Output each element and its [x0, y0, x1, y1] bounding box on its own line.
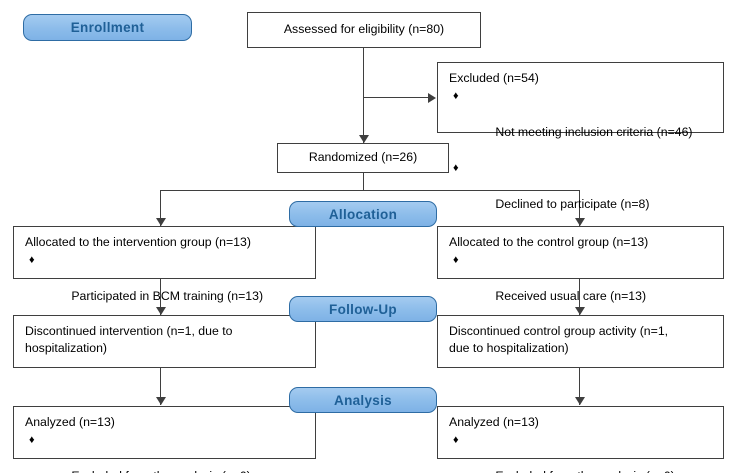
diamond-bullet-icon: ♦: [453, 89, 459, 102]
node-assessed-for-eligibility: Assessed for eligibility (n=80): [247, 12, 481, 48]
stage-badge-followup: Follow-Up: [289, 296, 437, 322]
stage-badge-allocation-label: Allocation: [328, 206, 398, 222]
connector-alloc-to-followup-left: [160, 279, 161, 315]
diamond-bullet-icon: ♦: [29, 253, 35, 266]
stage-badge-allocation: Allocation: [289, 201, 437, 227]
node-allocated-control: Allocated to the control group (n=13) ♦ …: [437, 226, 724, 303]
node-excluded-title: Excluded (n=54): [449, 71, 539, 85]
node-excluded-list: ♦ Not meeting inclusion criteria (n=46) …: [449, 89, 714, 231]
list-item: ♦ Declined to participate (n=8): [449, 161, 714, 231]
node-allocated-intervention-list: ♦ Participated in BCM training (n=13): [25, 253, 306, 323]
connector-randomization-split: [160, 190, 579, 191]
list-item-label: Participated in BCM training (n=13): [71, 289, 264, 304]
node-allocated-control-title: Allocated to the control group (n=13): [449, 235, 649, 249]
arrowhead-assessed-to-randomized: [358, 135, 369, 143]
connector-split-right: [579, 190, 580, 226]
node-allocated-intervention-title: Allocated to the intervention group (n=1…: [25, 235, 251, 249]
connector-alloc-to-followup-right: [579, 279, 580, 315]
connector-assessed-to-randomized: [363, 48, 364, 143]
node-analyzed-control-title: Analyzed (n=13): [449, 415, 539, 429]
diamond-bullet-icon: ♦: [29, 433, 35, 446]
diamond-bullet-icon: ♦: [453, 253, 459, 266]
stage-badge-enrollment: Enrollment: [23, 14, 192, 41]
node-randomized-title: Randomized (n=26): [308, 150, 418, 165]
list-item: ♦ Participated in BCM training (n=13): [25, 253, 306, 323]
connector-followup-to-analysis-left: [160, 368, 161, 405]
node-analyzed-control-list: ♦ Excluded from the analysis (n=0): [449, 433, 714, 473]
stage-badge-analysis-label: Analysis: [334, 392, 392, 408]
connector-split-left: [160, 190, 161, 226]
node-analyzed-control: Analyzed (n=13) ♦ Excluded from the anal…: [437, 406, 724, 473]
diamond-bullet-icon: ♦: [453, 161, 459, 174]
node-excluded: Excluded (n=54) ♦ Not meeting inclusion …: [437, 62, 724, 211]
list-item-label: Declined to participate (n=8): [495, 197, 650, 212]
node-analyzed-intervention: Analyzed (n=13) ♦ Excluded from the anal…: [13, 406, 316, 473]
connector-to-excluded: [363, 97, 434, 98]
node-followup-control-title: Discontinued control group activity (n=1…: [449, 324, 669, 356]
list-item-label: Not meeting inclusion criteria (n=46): [495, 125, 693, 140]
arrowhead-followup-to-analysis-right: [574, 397, 585, 405]
arrowhead-followup-to-analysis-left: [155, 397, 166, 405]
list-item-label: Excluded from the analysis (n=0): [71, 469, 250, 473]
stage-badge-followup-label: Follow-Up: [329, 301, 397, 317]
list-item: ♦ Received usual care (n=13): [449, 253, 714, 323]
arrowhead-alloc-to-followup-left: [155, 307, 166, 315]
list-item: ♦ Excluded from the analysis (n=0): [449, 433, 714, 473]
connector-followup-to-analysis-right: [579, 368, 580, 405]
node-allocated-control-list: ♦ Received usual care (n=13): [449, 253, 714, 323]
list-item-label: Received usual care (n=13): [495, 289, 647, 304]
arrowhead-to-excluded: [428, 92, 436, 103]
node-analyzed-intervention-title: Analyzed (n=13): [25, 415, 115, 429]
arrowhead-split-left: [155, 218, 166, 226]
node-assessed-for-eligibility-title: Assessed for eligibility (n=80): [283, 22, 445, 37]
stage-badge-analysis: Analysis: [289, 387, 437, 413]
diamond-bullet-icon: ♦: [453, 433, 459, 446]
stage-badge-enrollment-label: Enrollment: [70, 20, 145, 35]
arrowhead-split-right: [574, 218, 585, 226]
list-item-label: Excluded from the analysis (n=0): [495, 469, 674, 473]
node-followup-intervention-title: Discontinued intervention (n=1, due to h…: [25, 324, 233, 356]
list-item: ♦ Excluded from the analysis (n=0): [25, 433, 306, 473]
node-followup-intervention: Discontinued intervention (n=1, due to h…: [13, 315, 316, 368]
list-item: ♦ Not meeting inclusion criteria (n=46): [449, 89, 714, 159]
node-allocated-intervention: Allocated to the intervention group (n=1…: [13, 226, 316, 303]
node-analyzed-intervention-list: ♦ Excluded from the analysis (n=0): [25, 433, 306, 473]
arrowhead-alloc-to-followup-right: [574, 307, 585, 315]
node-randomized: Randomized (n=26): [277, 143, 449, 173]
connector-randomized-stem: [363, 173, 364, 191]
node-followup-control: Discontinued control group activity (n=1…: [437, 315, 724, 368]
